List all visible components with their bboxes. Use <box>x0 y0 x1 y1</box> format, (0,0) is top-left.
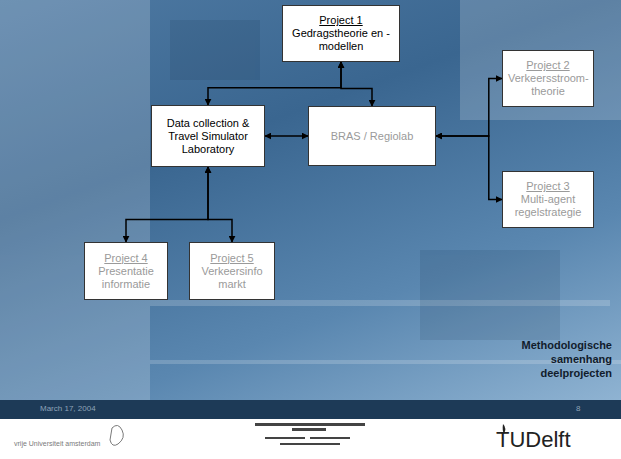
vu-logo <box>110 425 123 445</box>
project-number: Project 2 <box>508 59 588 72</box>
connector-arrow <box>436 79 502 137</box>
project-box: Project 4Presentatie informatie <box>84 242 168 300</box>
page-number: 8 <box>576 404 580 413</box>
box-text: Gedragstheorie en -modellen <box>288 27 394 53</box>
tudelft-logo-text: TUDelft <box>496 427 571 453</box>
slide-caption: Methodologische samenhang deelprojecten <box>502 338 612 380</box>
box-text: Presentatie informatie <box>90 265 162 291</box>
project-box: Project 2Verkeersstroom- theorie <box>502 50 594 107</box>
middle-logo <box>255 423 365 445</box>
date-text: March 17, 2004 <box>40 404 96 413</box>
box-text: BRAS / Regiolab <box>314 130 430 143</box>
building-silhouette <box>0 0 621 400</box>
connector-arrow <box>126 167 208 242</box>
project-number: Project 5 <box>195 252 269 265</box>
connector-arrow <box>265 135 308 137</box>
project-box: Project 1Gedragstheorie en -modellen <box>282 5 400 62</box>
connector-arrow <box>436 136 502 200</box>
box-text: Data collection & Travel Simulator Labor… <box>157 117 259 156</box>
project-number: Project 3 <box>508 180 588 193</box>
project-box: Data collection & Travel Simulator Labor… <box>151 105 265 167</box>
project-number: Project 1 <box>288 14 394 27</box>
connector-arrow <box>341 62 372 106</box>
project-box: Project 3Multi-agent regelstrategie <box>502 171 594 228</box>
project-number: Project 4 <box>90 252 162 265</box>
box-text: Verkeersstroom- theorie <box>508 72 588 98</box>
box-text: Multi-agent regelstrategie <box>508 193 588 219</box>
connector-arrow <box>208 167 232 242</box>
connector-arrow <box>208 62 341 105</box>
box-text: Verkeersinfo markt <box>195 265 269 291</box>
project-box: Project 5Verkeersinfo markt <box>189 242 275 300</box>
vu-logo-text: vrije Universiteit amsterdam <box>14 440 100 447</box>
project-box: BRAS / Regiolab <box>308 106 436 166</box>
